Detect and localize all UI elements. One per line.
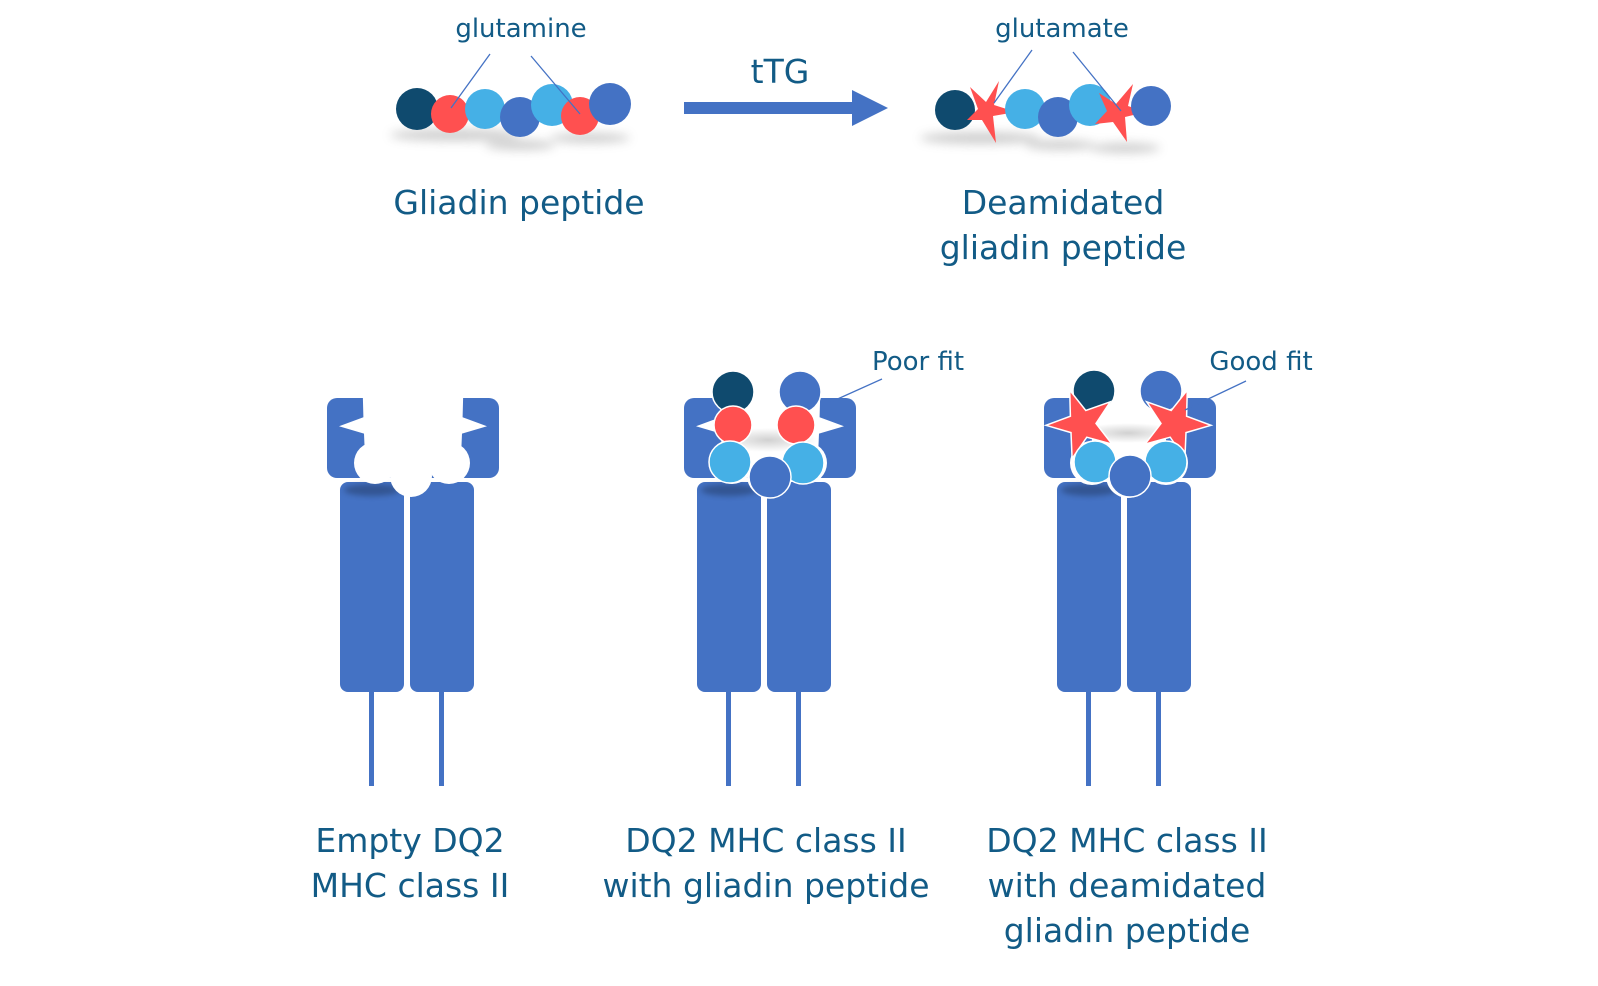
residue-medium-blue: [500, 97, 540, 137]
residue-light-blue: [465, 89, 505, 129]
alpha-chain-domain: [1057, 482, 1121, 692]
pocket-cutout: [403, 470, 411, 490]
transmembrane-stem: [726, 690, 731, 786]
mhc-dq2-with-gliadin: [684, 370, 856, 786]
poor-fit-label: Poor fit: [872, 347, 964, 377]
glutamate-star: [1095, 84, 1146, 142]
beta-chain-domain: [767, 482, 831, 692]
residue-medium-blue: [1131, 86, 1171, 126]
deamidated-label-line2: gliadin peptide: [940, 228, 1187, 267]
glutamate-callout-label: glutamate: [995, 14, 1129, 44]
ttg-reaction-arrow: tTG: [684, 52, 888, 126]
empty-mhc-label-line2: MHC class II: [311, 866, 510, 905]
residue-medium-blue: [748, 455, 792, 499]
ttg-enzyme-label: tTG: [751, 52, 810, 91]
glutamine-callout-label: glutamine: [455, 14, 586, 44]
glutamate-star: [967, 81, 1016, 143]
mhc-empty-dq2: [327, 390, 499, 786]
callout-line: [450, 53, 491, 109]
callout-line: [530, 55, 581, 115]
good-fit-label: Good fit: [1209, 347, 1312, 377]
empty-mhc-label-line1: Empty DQ2: [315, 821, 504, 860]
residue-medium-blue: [589, 83, 631, 125]
gliadin-peptide-label: Gliadin peptide: [393, 183, 644, 222]
alpha-chain-domain: [340, 482, 404, 692]
good-fit-callout-line: [1184, 380, 1247, 411]
residue-glutamine: [431, 95, 469, 133]
glutamate-star: [1143, 387, 1214, 461]
residue-medium-blue: [1038, 97, 1078, 137]
native-gliadin-peptide: glutamine Gliadin peptide: [390, 14, 645, 222]
deamidated-mhc-label-line3: gliadin peptide: [1004, 911, 1251, 950]
alpha-chain-domain: [697, 482, 761, 692]
poor-fit-callout-line: [821, 378, 883, 407]
deamidated-label-line1: Deamidated: [962, 183, 1165, 222]
pocket-cutout: [375, 440, 449, 468]
beta-chain-domain: [410, 482, 474, 692]
peptide-shadow: [390, 129, 630, 150]
transmembrane-stem: [439, 690, 444, 786]
arrow-head: [852, 90, 888, 126]
residue-dark-navy: [396, 88, 438, 130]
pocket-cutout: [367, 390, 459, 442]
native-mhc-label-line1: DQ2 MHC class II: [625, 821, 907, 860]
transmembrane-stem: [1156, 690, 1161, 786]
transmembrane-stem: [1086, 690, 1091, 786]
residue-dark-navy: [935, 90, 975, 130]
groove-shadow: [1061, 484, 1117, 496]
arrow-shaft: [684, 102, 856, 114]
deamidated-mhc-label-line1: DQ2 MHC class II: [986, 821, 1268, 860]
callout-line: [993, 49, 1033, 104]
native-mhc-label-line2: with gliadin peptide: [602, 866, 929, 905]
deamidated-gliadin-peptide: glutamate Deamidated gliadin peptide: [920, 14, 1186, 267]
transmembrane-stem: [796, 690, 801, 786]
beta-chain-domain: [1127, 482, 1191, 692]
transmembrane-stem: [369, 690, 374, 786]
residue-glutamine: [776, 405, 816, 445]
residue-glutamine: [713, 405, 753, 445]
peptide-shadow: [920, 132, 1160, 153]
mhc-dq2-with-deamidated-gliadin: [1043, 369, 1216, 786]
glutamate-star: [1043, 387, 1114, 461]
deamidated-mhc-label-line2: with deamidated: [988, 866, 1267, 905]
groove-shadow: [344, 484, 400, 496]
residue-light-blue: [1005, 89, 1045, 129]
residue-light-blue: [708, 440, 752, 484]
callout-line: [1072, 51, 1122, 112]
residue-medium-blue: [1108, 454, 1152, 498]
groove-shadow: [701, 484, 757, 496]
